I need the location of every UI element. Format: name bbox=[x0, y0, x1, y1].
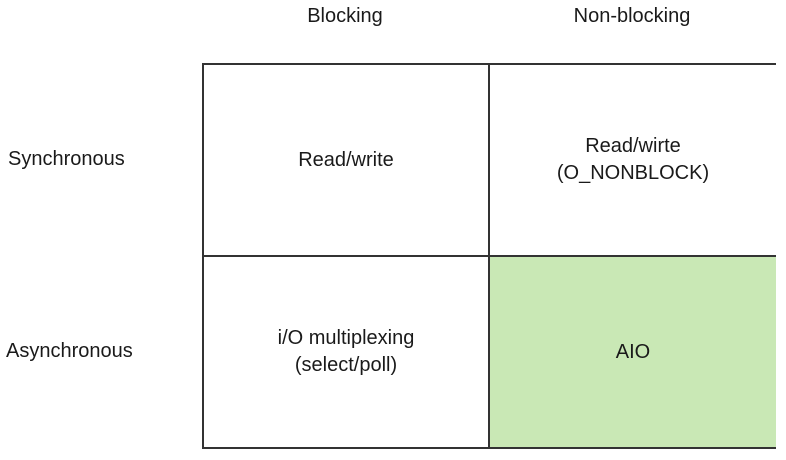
cell-async-blocking: i/O multiplexing (select/poll) bbox=[204, 257, 490, 447]
cell-async-nonblocking: AIO bbox=[490, 257, 776, 447]
cell-async-nonblocking-label: AIO bbox=[615, 340, 651, 363]
cell-sync-blocking-label: Read/write bbox=[298, 148, 394, 171]
cell-async-blocking-label-line2: (select/poll) bbox=[294, 354, 398, 376]
row-header-synchronous: Synchronous bbox=[8, 148, 125, 170]
io-model-matrix: Read/write Read/wirte (O_NONBLOCK) i/O m… bbox=[202, 63, 776, 449]
cell-sync-nonblocking-label-line2: (O_NONBLOCK) bbox=[556, 162, 710, 184]
column-header-blocking: Blocking bbox=[307, 5, 383, 27]
cell-sync-nonblocking: Read/wirte (O_NONBLOCK) bbox=[490, 65, 776, 257]
row-header-asynchronous: Asynchronous bbox=[6, 340, 133, 362]
column-header-non-blocking: Non-blocking bbox=[573, 5, 691, 27]
cell-async-blocking-label-line1: i/O multiplexing bbox=[277, 327, 415, 349]
cell-sync-nonblocking-label-line1: Read/wirte bbox=[585, 135, 681, 157]
cell-sync-blocking: Read/write bbox=[204, 65, 490, 257]
